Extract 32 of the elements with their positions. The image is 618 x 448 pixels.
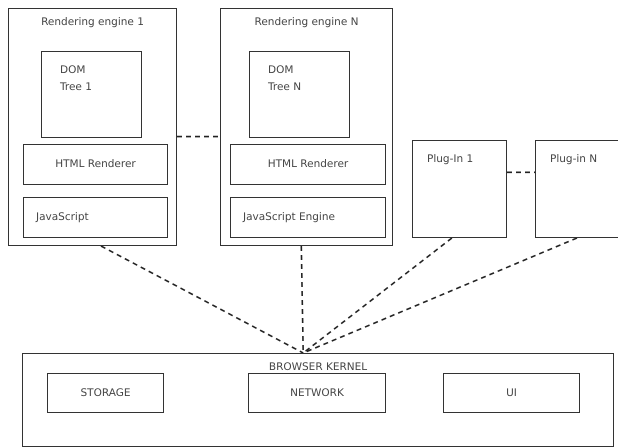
dashed-connector <box>302 237 452 354</box>
component-label: UI <box>506 386 517 401</box>
engine-container <box>8 8 177 246</box>
component-box <box>23 197 168 238</box>
component-box <box>23 144 168 185</box>
component-box <box>41 51 142 138</box>
dashed-connector <box>177 136 220 138</box>
kernel-container <box>22 353 614 447</box>
dashed-connector <box>100 245 304 354</box>
component-label: DOM Tree 1 <box>60 63 93 95</box>
component-label: NETWORK <box>290 386 344 401</box>
component-box <box>248 373 386 413</box>
component-box <box>249 51 350 138</box>
component-label: Plug-in N <box>550 152 598 167</box>
container-title: Rendering engine N <box>254 15 358 30</box>
plugin-box <box>535 140 618 238</box>
component-label: Plug-In 1 <box>427 152 474 167</box>
component-label: HTML Renderer <box>55 157 136 172</box>
container-title: BROWSER KERNEL <box>268 360 368 375</box>
engine-container <box>220 8 393 246</box>
dashed-connector <box>507 172 535 174</box>
component-label: HTML Renderer <box>268 157 348 172</box>
component-label: DOM Tree N <box>268 63 302 95</box>
component-label: STORAGE <box>80 386 130 401</box>
container-title: Rendering engine 1 <box>41 15 144 30</box>
component-box <box>230 144 386 185</box>
plugin-box <box>412 140 507 238</box>
component-label: JavaScript Engine <box>243 210 335 225</box>
component-box <box>443 373 580 413</box>
component-box <box>230 197 386 238</box>
component-box <box>47 373 164 413</box>
component-label: JavaScript <box>36 210 89 225</box>
